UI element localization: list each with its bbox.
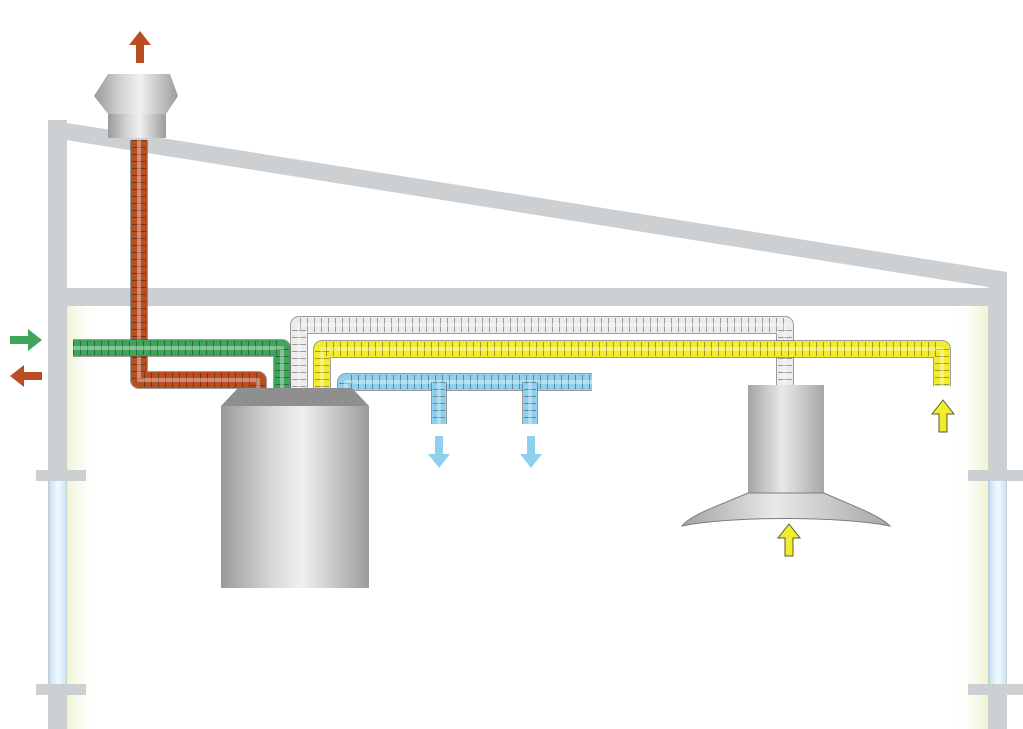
roof-vent-cap [94,74,178,138]
left-window-glass [50,481,66,684]
ceiling [48,288,1007,306]
left-window-sill-bottom [36,684,86,695]
left-wall-glow [67,305,99,729]
arrow-extract-wall-icon [930,399,956,433]
supply-duct [337,373,592,398]
roof-slab [48,120,1007,290]
duct-network [73,140,951,424]
arrow-extract-hood-icon [776,523,802,557]
airflow-arrows [10,31,956,557]
kitchen-range-hood [680,385,892,527]
arrow-supply-2-icon [520,436,542,468]
arrow-fresh-air-in-icon [10,329,42,351]
arrow-roof-exhaust-icon [129,31,151,63]
right-window-glass [990,481,1006,684]
arrow-exhaust-out-icon [10,365,42,387]
extract-duct [313,340,951,394]
right-window-sill-top [968,470,1023,481]
right-window-sill-bottom [968,684,1023,695]
fresh-air-duct [73,339,291,392]
exhaust-duct [130,140,267,402]
arrow-supply-1-icon [428,436,450,468]
right-wall-glow [952,305,988,729]
heat-recovery-unit [221,388,369,588]
building-structure [36,120,1023,729]
left-window-sill-top [36,470,86,481]
